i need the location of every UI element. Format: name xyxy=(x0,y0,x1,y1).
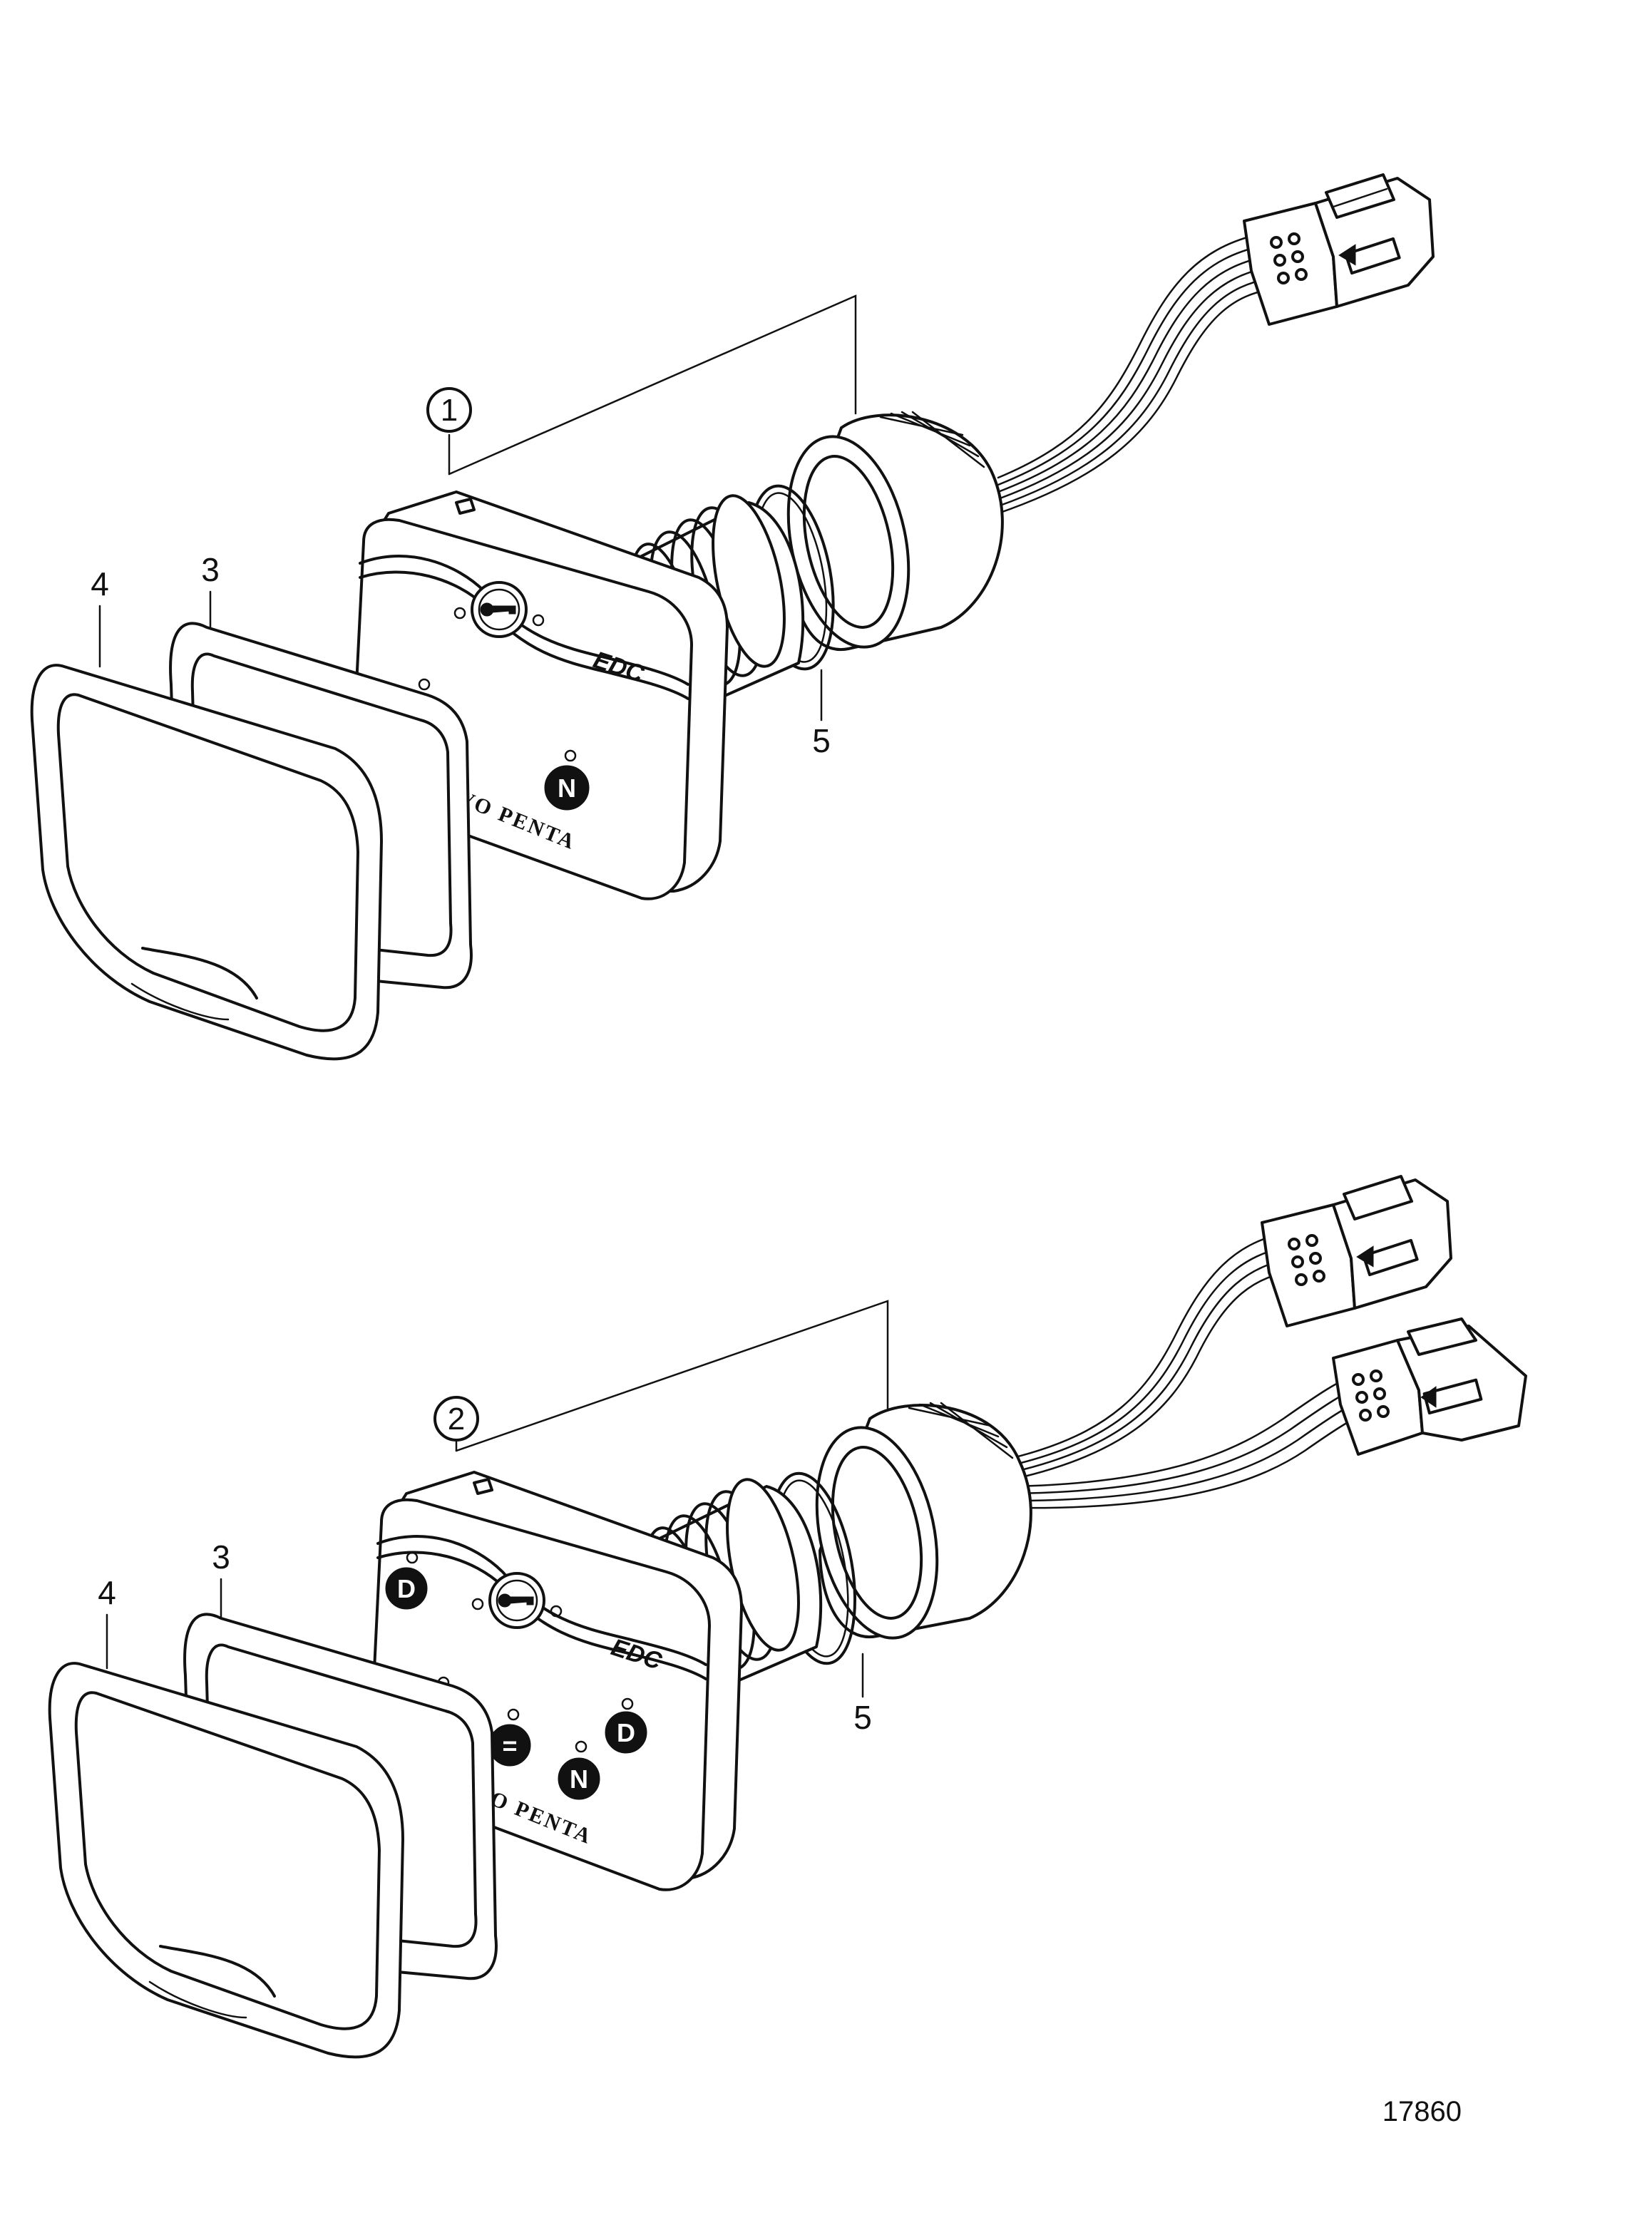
callout-bracket-2: 2 xyxy=(433,1300,889,1452)
frame-2 xyxy=(48,1662,404,2059)
callout-bracket-1: 1 xyxy=(426,294,857,476)
label-gasket-1: 3 xyxy=(201,551,220,588)
labels-2: 4 3 5 xyxy=(98,1538,872,1736)
connector-2a xyxy=(1261,1175,1452,1327)
assembly-2: 2 xyxy=(48,1175,1527,2059)
knurled-nut-2 xyxy=(815,1402,1032,1640)
button-n-right-1: N xyxy=(558,774,576,803)
connector-2b xyxy=(1332,1317,1527,1456)
labels-1: 4 3 5 xyxy=(91,551,831,759)
wire-harness-2 xyxy=(1011,1232,1367,1509)
connector-1 xyxy=(1243,173,1435,326)
callout-2: 2 xyxy=(448,1402,465,1437)
button-d-right-2: D xyxy=(617,1718,635,1747)
button-n-right-2: N xyxy=(570,1764,588,1794)
frame-1 xyxy=(30,664,383,1061)
label-frame-1: 4 xyxy=(91,565,109,602)
label-frame-2: 4 xyxy=(98,1574,116,1611)
label-o-ring-1: 5 xyxy=(812,722,831,759)
callout-1: 1 xyxy=(441,393,458,428)
label-o-ring-2: 5 xyxy=(853,1699,872,1736)
label-gasket-2: 3 xyxy=(212,1538,230,1576)
knurled-nut-1 xyxy=(786,411,1004,652)
wire-harness-1 xyxy=(997,234,1278,515)
figure-number: 17860 xyxy=(1382,2096,1462,2127)
button-d-left-2: D xyxy=(397,1574,416,1603)
assembly-1: 1 xyxy=(30,173,1435,1061)
button-neutral-2: = xyxy=(502,1731,517,1760)
